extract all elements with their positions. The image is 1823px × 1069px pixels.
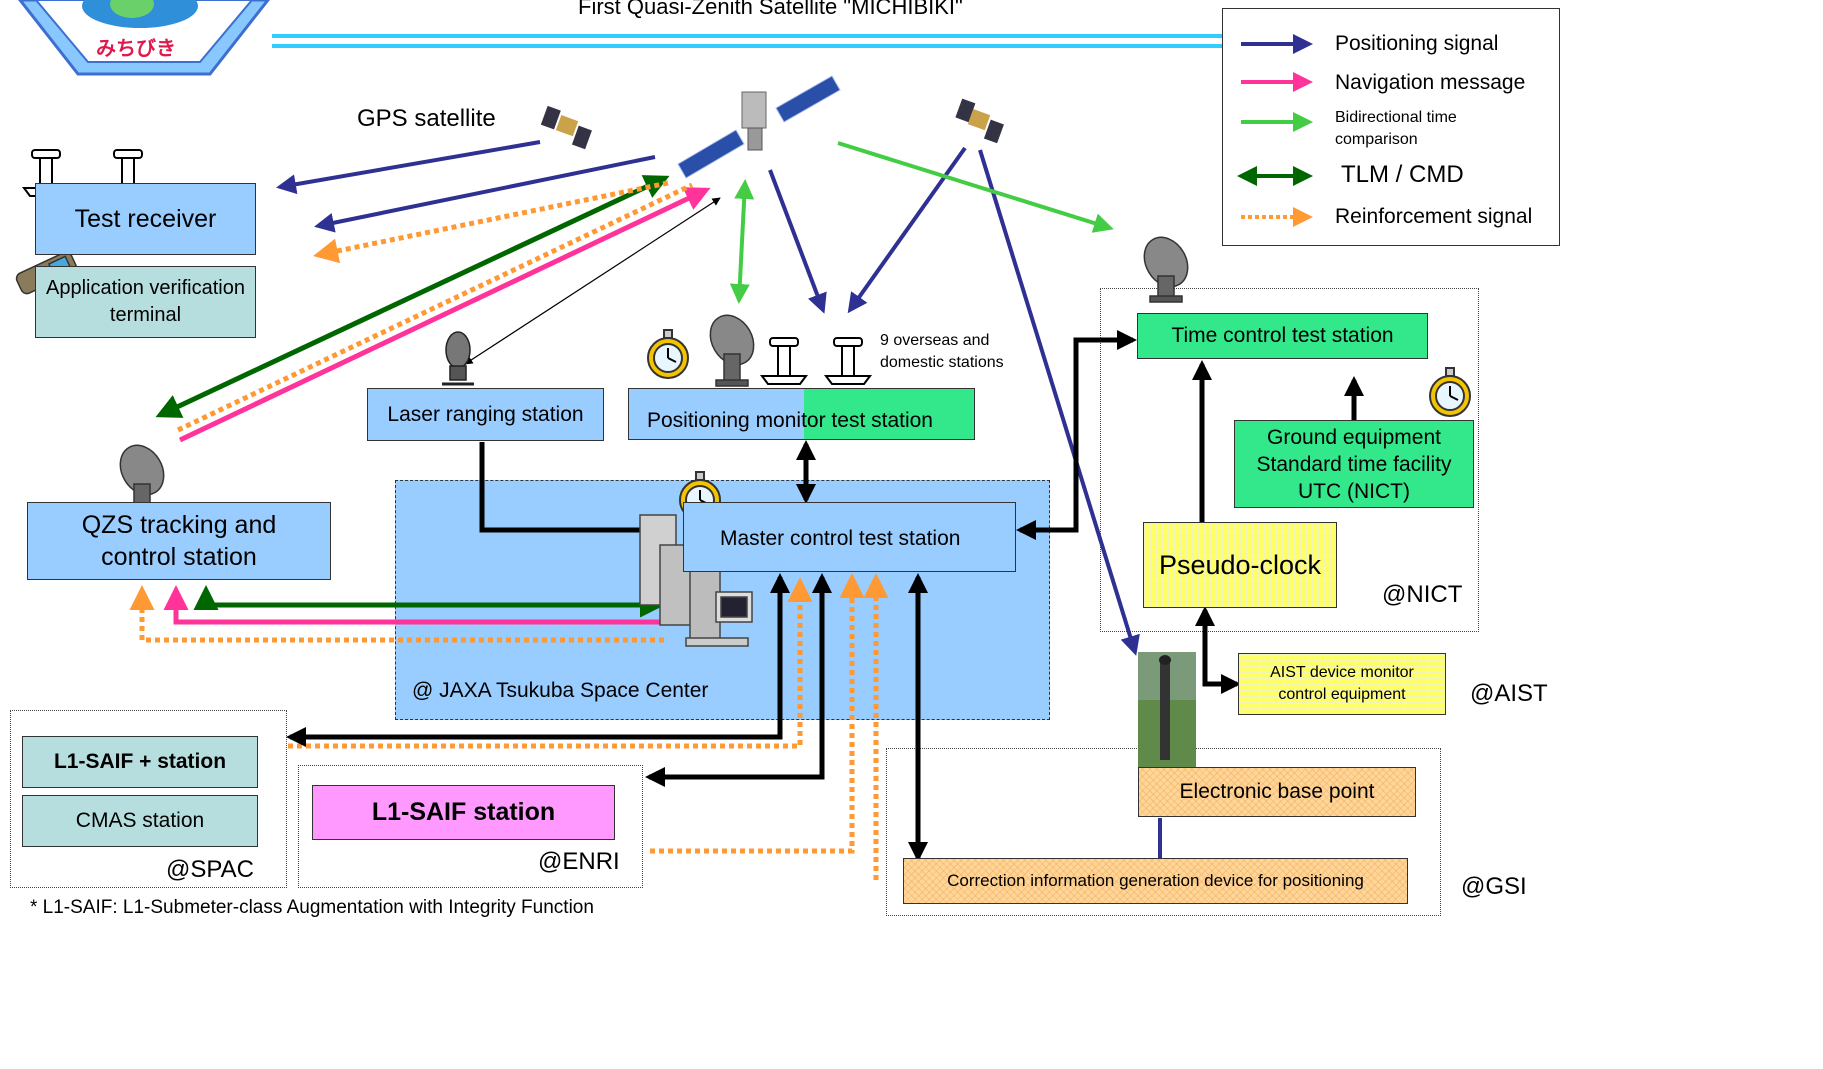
electronic-base-point-icon	[1138, 652, 1196, 767]
time-control-box: Time control test station	[1137, 313, 1428, 359]
gps-satellite-icon-left	[540, 105, 592, 150]
test-receiver-box: Test receiver	[35, 183, 256, 255]
ground-equipment-box: Ground equipment Standard time facility …	[1234, 420, 1474, 508]
site-label-gsi: @GSI	[1461, 873, 1527, 900]
footnote: * L1-SAIF: L1-Submeter-class Augmentatio…	[30, 897, 594, 918]
legend-item-reinforcement: Reinforcement signal	[1335, 205, 1533, 228]
site-label-enri: @ENRI	[538, 848, 620, 875]
legend-item-tlm-cmd: TLM / CMD	[1341, 161, 1464, 188]
master-control-box: Master control test station	[683, 502, 1016, 572]
logo-text: みちびき	[96, 38, 176, 60]
legend-item-time-comparison: Bidirectional time comparison	[1335, 109, 1457, 148]
enri-region	[298, 765, 643, 888]
spac-region	[10, 710, 287, 888]
legend: Positioning signal Navigation message Bi…	[1222, 8, 1560, 246]
l1saif-station-box: L1-SAIF station	[312, 785, 615, 840]
aist-device-box: AIST device monitor control equipment	[1238, 653, 1446, 715]
site-label-aist: @AIST	[1470, 680, 1548, 707]
gps-satellite-icon-right	[955, 98, 1004, 144]
site-label-spac: @SPAC	[166, 856, 254, 883]
electronic-base-point-box: Electronic base point	[1138, 767, 1416, 817]
qzs-tracking-box: QZS tracking and control station	[27, 502, 331, 580]
laser-ranging-box: Laser ranging station	[367, 388, 604, 441]
legend-item-positioning: Positioning signal	[1335, 32, 1499, 55]
application-terminal-box: Application verification terminal	[35, 266, 256, 338]
site-label-jaxa: @ JAXA Tsukuba Space Center	[412, 679, 709, 702]
legend-swatches	[1237, 34, 1313, 227]
legend-item-navigation: Navigation message	[1335, 71, 1526, 94]
pseudo-clock-box: Pseudo-clock	[1143, 522, 1337, 608]
correction-device-box: Correction information generation device…	[903, 858, 1408, 904]
overseas-stations-label: 9 overseas and domestic stations	[880, 332, 1004, 371]
qzs-satellite-icon	[677, 75, 841, 179]
dish-antenna-icon	[119, 236, 1189, 511]
cmas-station-box: CMAS station	[22, 795, 258, 847]
site-label-nict: @NICT	[1382, 581, 1463, 608]
master-control-label: Master control test station	[720, 527, 961, 550]
header-title: First Quasi-Zenith Satellite "MICHIBIKI"	[578, 0, 963, 19]
michibiki-logo	[18, 0, 270, 76]
positioning-monitor-box: Positioning monitor test station	[628, 388, 975, 440]
laser-telescope-icon	[442, 331, 474, 386]
l1saif-plus-box: L1-SAIF + station	[22, 736, 258, 788]
gps-satellite-label: GPS satellite	[357, 105, 496, 132]
positioning-monitor-label: Positioning monitor test station	[647, 409, 933, 432]
